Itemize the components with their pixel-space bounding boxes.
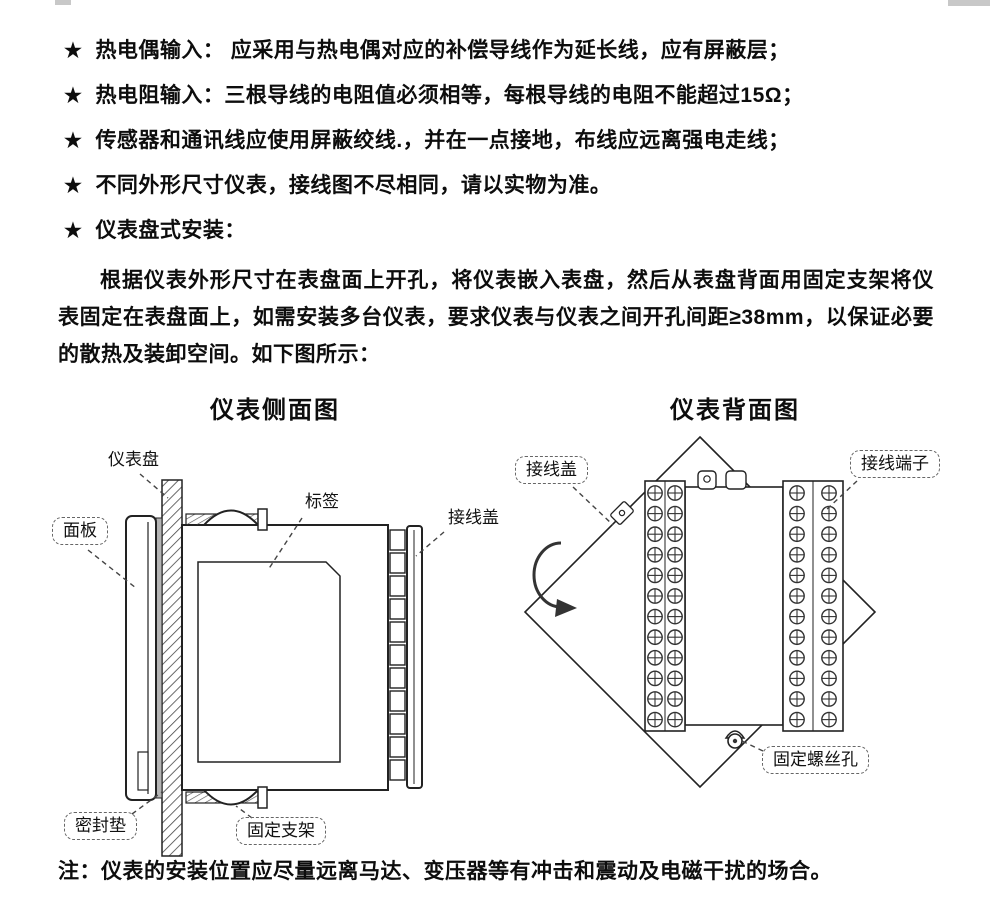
page-edge-artifact xyxy=(55,0,71,5)
wiring-cover-shape xyxy=(406,525,423,789)
label-panel-board: 仪表盘 xyxy=(108,450,159,469)
back-view-diagram xyxy=(523,435,877,789)
note-item: ★ 热电阻输入：三根导线的电阻值必须相等，每根导线的电阻不能超过15Ω； xyxy=(64,81,969,111)
label-bracket: 固定支架 xyxy=(236,817,326,845)
note-item: ★ 不同外形尺寸仪表，接线图不尽相同，请以实物为准。 xyxy=(64,171,969,201)
star-bullet-icon: ★ xyxy=(64,85,83,107)
label-front-panel: 面板 xyxy=(52,517,108,545)
label-wiring-cover-back: 接线盖 xyxy=(515,456,588,484)
star-bullet-icon: ★ xyxy=(64,175,83,197)
tag-label-area xyxy=(197,561,341,763)
fixing-bracket-bottom xyxy=(185,786,268,809)
star-bullet-icon: ★ xyxy=(64,40,83,62)
side-view-diagram xyxy=(87,473,445,857)
terminal-strip-right xyxy=(782,480,844,732)
fixing-screw-hole xyxy=(724,730,746,749)
label-gasket: 密封垫 xyxy=(64,812,137,840)
star-bullet-icon: ★ xyxy=(64,130,83,152)
leader-lines xyxy=(572,480,858,752)
front-panel-shape xyxy=(125,515,157,801)
note-item: ★ 热电偶输入： 应采用与热电偶对应的补偿导线作为延长线，应有屏蔽层； xyxy=(64,36,969,66)
terminal-strip-left xyxy=(644,480,686,732)
note-text: 热电偶输入： 应采用与热电偶对应的补偿导线作为延长线，应有屏蔽层； xyxy=(95,39,790,62)
label-terminal: 接线端子 xyxy=(850,450,940,478)
note-text: 传感器和通讯线应使用屏蔽绞线.，并在一点接地，布线应远离强电走线； xyxy=(95,129,790,152)
fixing-bracket-top xyxy=(185,508,268,531)
leader-lines xyxy=(87,473,445,819)
note-item: ★ 仪表盘式安装： xyxy=(64,216,969,246)
cover-latch xyxy=(610,501,634,525)
label-screw-hole: 固定螺丝孔 xyxy=(762,746,869,774)
notes-list: ★ 热电偶输入： 应采用与热电偶对应的补偿导线作为延长线，应有屏蔽层； ★ 热电… xyxy=(64,36,969,261)
side-view-title: 仪表侧面图 xyxy=(210,398,340,424)
rotation-arrow-icon xyxy=(532,541,577,617)
panel-board-wall xyxy=(161,479,183,857)
installation-paragraph: 根据仪表外形尺寸在表盘面上开孔，将仪表嵌入表盘，然后从表盘背面用固定支架将仪表固… xyxy=(58,269,934,366)
back-view-title: 仪表背面图 xyxy=(670,398,800,424)
note-text: 热电阻输入：三根导线的电阻值必须相等，每根导线的电阻不能超过15Ω； xyxy=(95,84,804,107)
note-text: 不同外形尺寸仪表，接线图不尽相同，请以实物为准。 xyxy=(95,174,612,197)
label-wiring-cover-side: 接线盖 xyxy=(448,508,499,527)
star-bullet-icon: ★ xyxy=(64,220,83,242)
note-text: 仪表盘式安装： xyxy=(95,219,246,242)
terminal-block-stack xyxy=(389,529,406,781)
bottom-note: 注：仪表的安装位置应尽量远离马达、变压器等有冲击和震动及电磁干扰的场合。 xyxy=(58,860,832,883)
label-tag: 标签 xyxy=(305,492,339,511)
page-edge-artifact xyxy=(948,0,990,6)
rear-body xyxy=(684,470,784,726)
note-item: ★ 传感器和通讯线应使用屏蔽绞线.，并在一点接地，布线应远离强电走线； xyxy=(64,126,969,156)
